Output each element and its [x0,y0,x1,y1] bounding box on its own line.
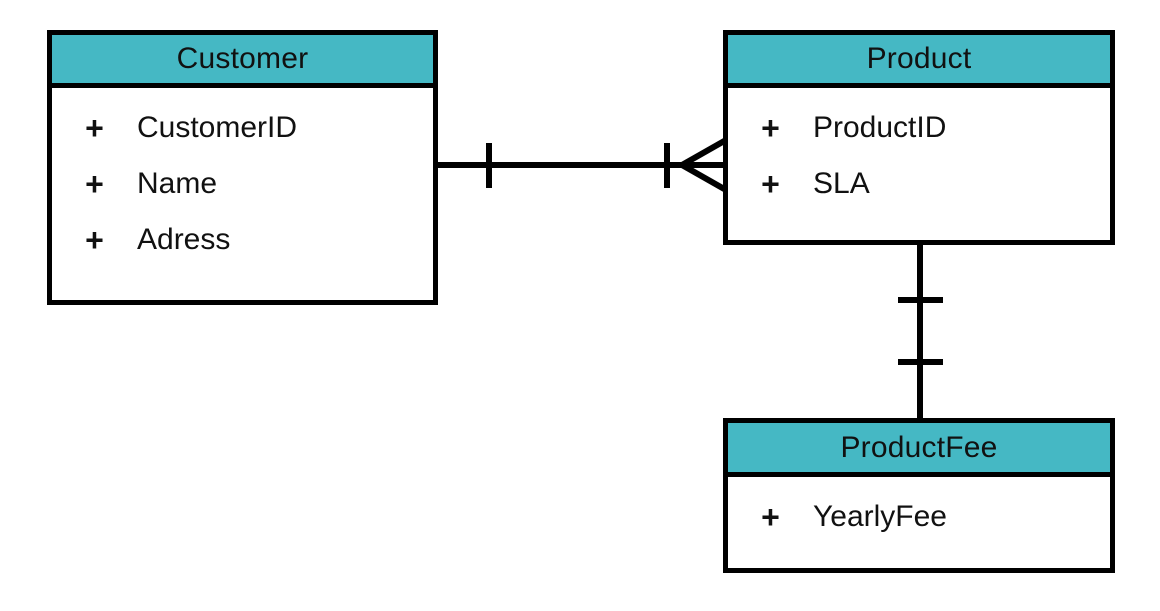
attribute-name: Name [137,167,218,200]
entity-customer[interactable]: Customer + CustomerID + Name + Adress [47,30,438,305]
entity-product[interactable]: Product + ProductID + SLA [723,30,1115,245]
visibility-plus-icon: + [85,166,104,202]
attribute-row[interactable]: + Adress [52,212,433,268]
attribute-row[interactable]: + Name [52,156,433,212]
entity-productfee-title: ProductFee [728,423,1110,477]
visibility-plus-icon: + [761,499,780,535]
entity-product-attributes: + ProductID + SLA [728,88,1110,240]
attribute-row[interactable]: + SLA [728,156,1110,212]
entity-customer-title: Customer [52,35,433,88]
entity-product-title: Product [728,35,1110,88]
attribute-name: CustomerID [137,111,298,144]
visibility-plus-icon: + [85,110,104,146]
entity-productfee-attributes: + YearlyFee [728,477,1110,568]
attribute-name: SLA [813,167,870,200]
attribute-row[interactable]: + ProductID [728,100,1110,156]
entity-customer-attributes: + CustomerID + Name + Adress [52,88,433,300]
attribute-name: ProductID [813,111,947,144]
attribute-name: YearlyFee [813,500,947,533]
attribute-row[interactable]: + YearlyFee [728,489,1110,545]
entity-productfee[interactable]: ProductFee + YearlyFee [723,418,1115,573]
visibility-plus-icon: + [761,110,780,146]
relationship-customer-product [436,137,728,193]
crows-foot-many-product-side [680,137,728,193]
visibility-plus-icon: + [85,222,104,258]
visibility-plus-icon: + [761,166,780,202]
attribute-row[interactable]: + CustomerID [52,100,433,156]
relationship-product-productfee [898,243,943,420]
attribute-name: Adress [137,223,231,256]
